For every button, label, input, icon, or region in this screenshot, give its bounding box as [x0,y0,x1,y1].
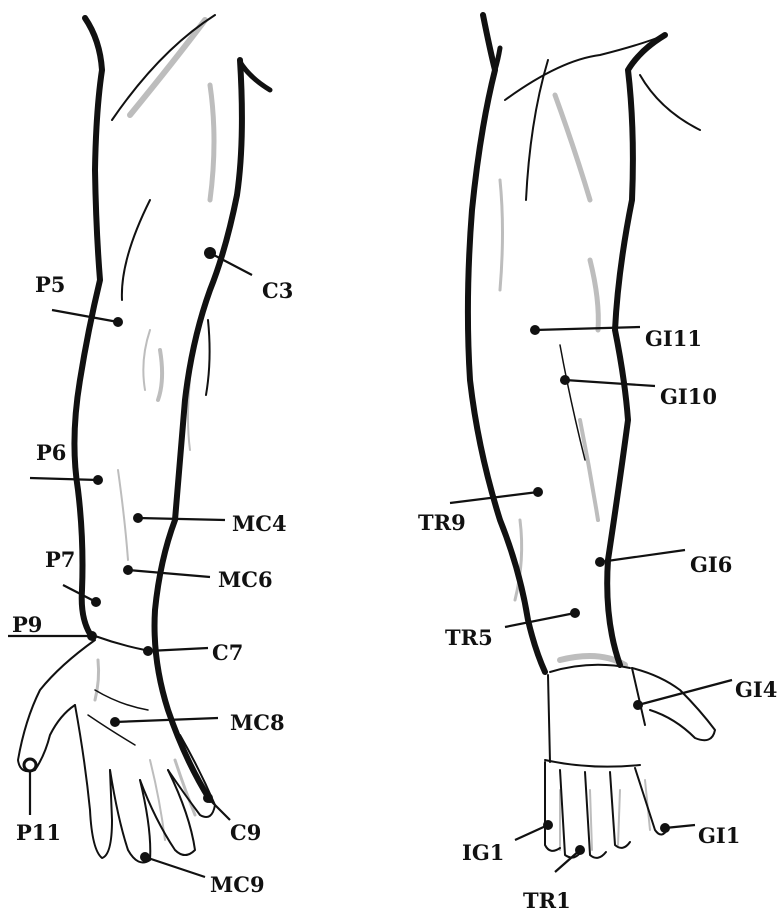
point-labels: P5 C3 P6 MC4 P7 MC6 P9 C7 MC8 P11 C9 MC9… [12,272,777,913]
label-tr9: TR9 [418,510,466,535]
label-mc6: MC6 [218,567,273,592]
label-p11: P11 [16,820,61,845]
label-p9: P9 [12,612,42,637]
point-marker-gi4 [633,700,643,710]
label-tr5: TR5 [445,625,493,650]
right-arm-meridians [468,15,665,672]
label-tr1: TR1 [523,888,571,913]
right-arm-illustration [468,15,715,858]
label-p5: P5 [35,272,65,297]
point-marker-gi10 [560,375,570,385]
label-mc4: MC4 [232,511,287,536]
point-marker-p9 [87,631,97,641]
label-ig1: IG1 [462,840,504,865]
point-marker-p11 [24,759,36,771]
label-mc8: MC8 [230,710,285,735]
point-marker-mc8 [110,717,120,727]
left-arm-shading [95,20,214,840]
label-p7: P7 [45,547,75,572]
label-p6: P6 [36,440,66,465]
point-marker-tr1 [575,845,585,855]
left-arm-meridians [74,18,270,800]
label-gi1: GI1 [698,823,740,848]
label-gi10: GI10 [660,384,717,409]
point-marker-p5 [113,317,123,327]
label-c9: C9 [230,820,261,845]
point-marker-c3 [204,247,216,259]
point-marker-p6 [93,475,103,485]
point-marker-gi6 [595,557,605,567]
label-gi6: GI6 [690,552,732,577]
label-mc9: MC9 [210,872,265,897]
point-marker-mc4 [133,513,143,523]
point-marker-c9 [203,793,213,803]
point-marker-mc9 [140,852,150,862]
point-marker-mc6 [123,565,133,575]
label-gi11: GI11 [645,326,702,351]
point-markers [24,247,670,862]
label-c7: C7 [212,640,243,665]
point-marker-tr9 [533,487,543,497]
point-marker-gi11 [530,325,540,335]
point-marker-c7 [143,646,153,656]
label-gi4: GI4 [735,677,777,702]
left-arm-outline [18,15,215,862]
right-arm-outline [505,35,715,858]
point-marker-p7 [91,597,101,607]
point-marker-tr5 [570,608,580,618]
left-arm-illustration [18,15,270,862]
point-marker-ig1 [543,820,553,830]
label-c3: C3 [262,278,293,303]
point-marker-gi1 [660,823,670,833]
leader-lines [8,253,732,877]
